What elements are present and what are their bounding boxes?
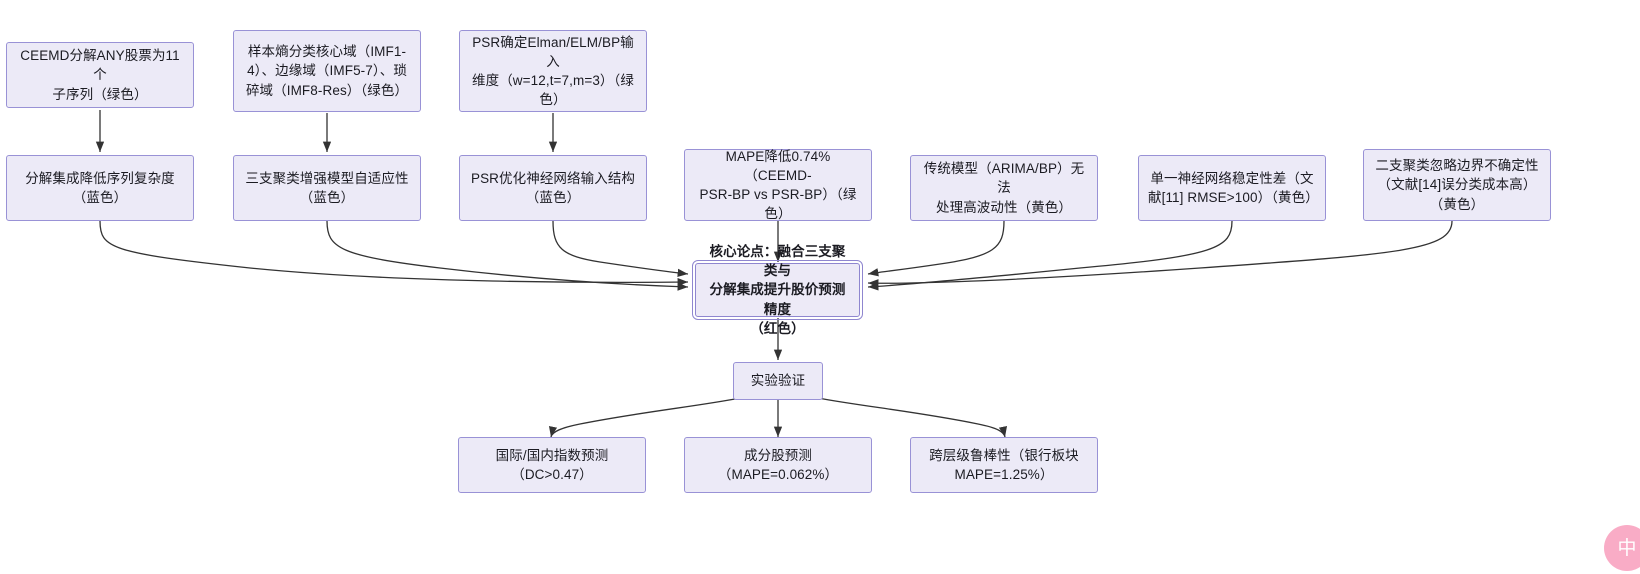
node-experiment-robustness[interactable]: 跨层级鲁棒性（银行板块 MAPE=1.25%）: [910, 437, 1098, 493]
edge-twoway-to-core: [867, 220, 1453, 288]
node-experiment-robustness-label: 跨层级鲁棒性（银行板块 MAPE=1.25%）: [929, 447, 1079, 482]
node-evidence-entropy-label: 样本熵分类核心域（IMF1- 4）、边缘域（IMF5-7）、琐 碎域（IMF8-…: [245, 44, 409, 98]
node-gap-two-way-clustering-label: 二支聚类忽略边界不确定性 （文献[14]误分类成本高） （黄色）: [1375, 158, 1539, 212]
node-claim-clustering[interactable]: 三支聚类增强模型自适应性 （蓝色）: [233, 155, 421, 221]
edge-experiment-to-index: [548, 397, 741, 438]
node-core-claim[interactable]: 核心论点：融合三支聚类与 分解集成提升股价预测精度 （红色）: [692, 244, 863, 336]
node-experiment-index-forecast-label: 国际/国内指数预测 （DC>0.47）: [495, 447, 609, 482]
node-gap-traditional-model-label: 传统模型（ARIMA/BP）无法 处理高波动性（黄色）: [923, 161, 1085, 215]
node-gap-single-network[interactable]: 单一神经网络稳定性差（文 献[11] RMSE>100）（黄色）: [1138, 155, 1326, 221]
node-evidence-psr[interactable]: PSR确定Elman/ELM/BP输入 维度（w=12,t=7,m=3）（绿 色…: [459, 30, 647, 112]
node-result-mape-label: MAPE降低0.74%（CEEMD- PSR-BP vs PSR-BP）（绿 色…: [699, 148, 857, 222]
node-claim-decomposition-label: 分解集成降低序列复杂度 （蓝色）: [25, 170, 175, 205]
watermark-badge: 中: [1604, 525, 1640, 571]
node-evidence-ceemd-label: CEEMD分解ANY股票为11个 子序列（绿色）: [20, 48, 180, 102]
node-gap-two-way-clustering[interactable]: 二支聚类忽略边界不确定性 （文献[14]误分类成本高） （黄色）: [1363, 149, 1551, 221]
edge-cluster-to-core: [326, 220, 689, 291]
node-experiment-component-forecast-label: 成分股预测 （MAPE=0.062%）: [717, 447, 839, 482]
node-experiment-validation-label: 实验验证: [750, 373, 806, 389]
edge-psrclaim-to-core: [552, 220, 689, 277]
node-evidence-ceemd[interactable]: CEEMD分解ANY股票为11个 子序列（绿色）: [6, 42, 194, 108]
edge-decomp-to-core: [99, 220, 689, 287]
node-claim-clustering-label: 三支聚类增强模型自适应性 （蓝色）: [245, 170, 409, 205]
watermark-glyph: 中: [1617, 536, 1637, 559]
node-claim-psr-label: PSR优化神经网络输入结构 （蓝色）: [470, 170, 636, 205]
node-evidence-psr-label: PSR确定Elman/ELM/BP输入 维度（w=12,t=7,m=3）（绿 色…: [472, 34, 634, 108]
node-gap-single-network-label: 单一神经网络稳定性差（文 献[11] RMSE>100）（黄色）: [1148, 170, 1319, 205]
edge-experiment-to-robust: [817, 397, 1008, 438]
node-claim-decomposition[interactable]: 分解集成降低序列复杂度 （蓝色）: [6, 155, 194, 221]
node-experiment-index-forecast[interactable]: 国际/国内指数预测 （DC>0.47）: [458, 437, 646, 493]
node-evidence-entropy[interactable]: 样本熵分类核心域（IMF1- 4）、边缘域（IMF5-7）、琐 碎域（IMF8-…: [233, 30, 421, 112]
node-result-mape[interactable]: MAPE降低0.74%（CEEMD- PSR-BP vs PSR-BP）（绿 色…: [684, 149, 872, 221]
node-experiment-validation[interactable]: 实验验证: [733, 362, 823, 400]
node-claim-psr[interactable]: PSR优化神经网络输入结构 （蓝色）: [459, 155, 647, 221]
edge-traditional-to-core: [867, 220, 1005, 277]
node-gap-traditional-model[interactable]: 传统模型（ARIMA/BP）无法 处理高波动性（黄色）: [910, 155, 1098, 221]
node-experiment-component-forecast[interactable]: 成分股预测 （MAPE=0.062%）: [684, 437, 872, 493]
node-core-claim-label: 核心论点：融合三支聚类与 分解集成提升股价预测精度 （红色）: [709, 244, 846, 336]
edge-singlenn-to-core: [867, 220, 1233, 291]
